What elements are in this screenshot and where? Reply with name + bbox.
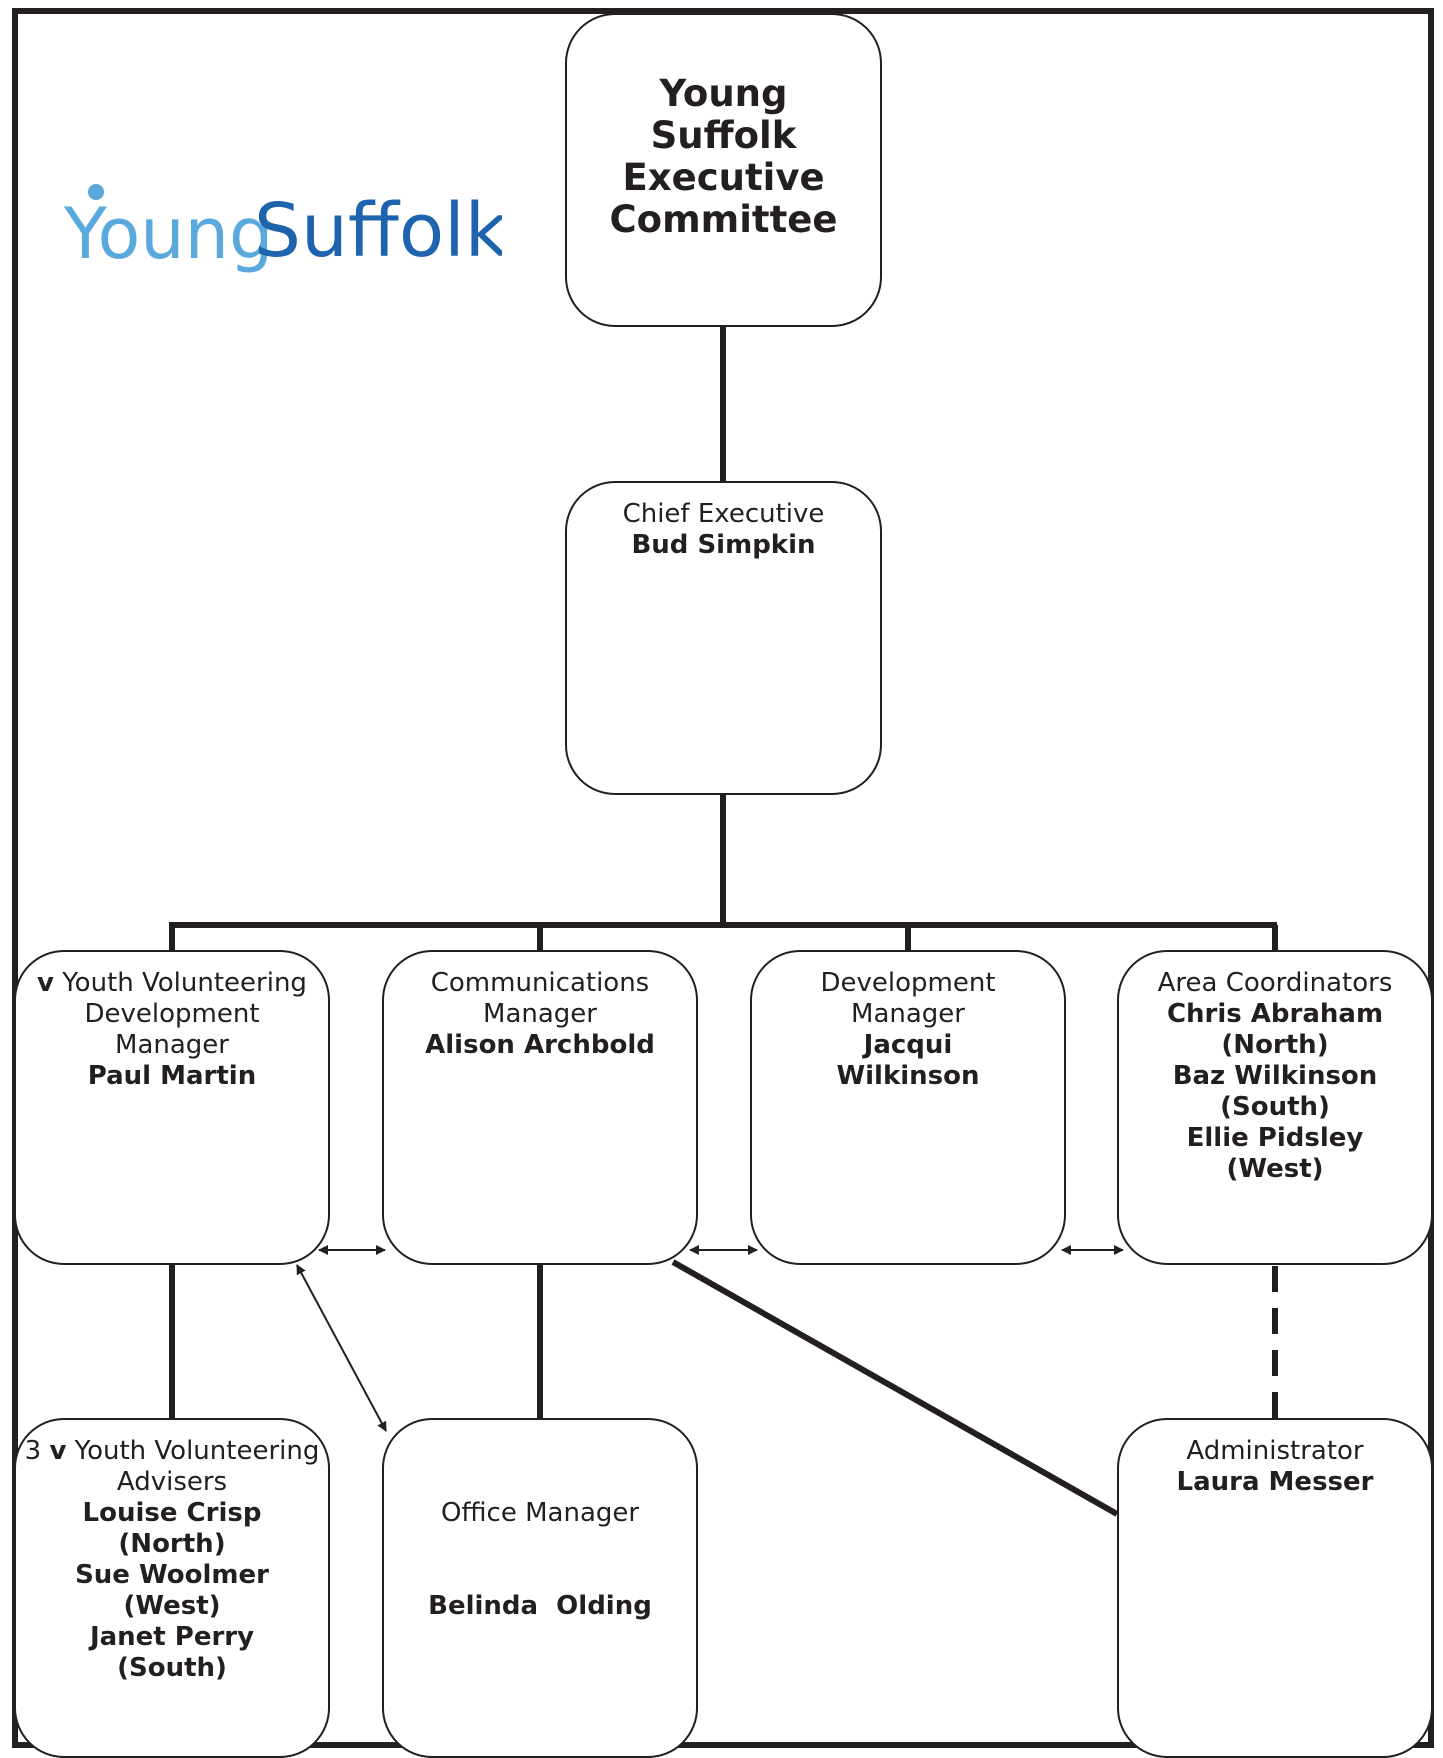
administrator-name: Laura Messer (1176, 1467, 1374, 1497)
youth-volunteering-manager-box: v Youth Volunteering Development Manager… (14, 950, 330, 1265)
executive-committee-title: Young Suffolk Executive Committee (609, 72, 838, 241)
chief-executive-name: Bud Simpkin (631, 530, 816, 560)
logo-figure-head-icon (88, 184, 104, 200)
v-prefix: v (37, 968, 54, 998)
area-coordinators-role: Area Coordinators (1157, 968, 1393, 998)
office-manager-box: Office Manager Belinda Olding (382, 1418, 698, 1758)
adviser-region: (West) (123, 1591, 221, 1621)
development-manager-box: Development Manager Jacqui Wilkinson (750, 950, 1066, 1265)
office-manager-role: Office Manager (440, 1498, 640, 1528)
advisers-heading: 3 v Youth Volunteering Advisers (24, 1436, 320, 1497)
adviser-region: (North) (118, 1529, 226, 1559)
chief-executive-box: Chief Executive Bud Simpkin (565, 481, 882, 795)
area-coordinator-region: (West) (1226, 1154, 1324, 1184)
executive-committee-box: Young Suffolk Executive Committee (565, 13, 882, 327)
area-coordinator-name: Ellie Pidsley (1186, 1123, 1364, 1153)
arrow-youth-office (296, 1264, 387, 1432)
communications-manager-box: Communications Manager Alison Archbold (382, 950, 698, 1265)
chief-executive-role: Chief Executive (622, 499, 825, 529)
communications-manager-name: Alison Archbold (425, 1030, 655, 1060)
communications-manager-role: Communications Manager (430, 968, 650, 1029)
youth-volunteering-manager-name: Paul Martin (87, 1061, 257, 1091)
line-comms-to-admin (671, 1259, 1119, 1517)
v-prefix: v (49, 1436, 67, 1466)
area-coordinators-box: Area Coordinators Chris Abraham (North) … (1117, 950, 1433, 1265)
logo-word-suffolk: Suffolk (254, 188, 502, 274)
adviser-name: Sue Woolmer (75, 1560, 269, 1590)
area-coordinator-region: (North) (1221, 1030, 1329, 1060)
area-coordinator-name: Chris Abraham (1166, 999, 1384, 1029)
administrator-role: Administrator (1186, 1436, 1364, 1466)
adviser-region: (South) (117, 1653, 227, 1683)
youth-volunteering-manager-role: v Youth Volunteering Development Manager (37, 968, 307, 1060)
area-coordinator-name: Baz Wilkinson (1172, 1061, 1378, 1091)
development-manager-name: Jacqui Wilkinson (836, 1030, 980, 1091)
youth-volunteering-advisers-box: 3 v Youth Volunteering Advisers Louise C… (14, 1418, 330, 1758)
area-coordinator-region: (South) (1220, 1092, 1330, 1122)
administrator-box: Administrator Laura Messer (1117, 1418, 1433, 1758)
development-manager-role: Development Manager (820, 968, 996, 1029)
adviser-name: Louise Crisp (82, 1498, 262, 1528)
young-suffolk-logo: Young Suffolk (63, 184, 502, 275)
logo-word-young: Young (63, 193, 273, 275)
office-manager-name: Belinda Olding (428, 1591, 652, 1621)
adviser-name: Janet Perry (89, 1622, 255, 1652)
